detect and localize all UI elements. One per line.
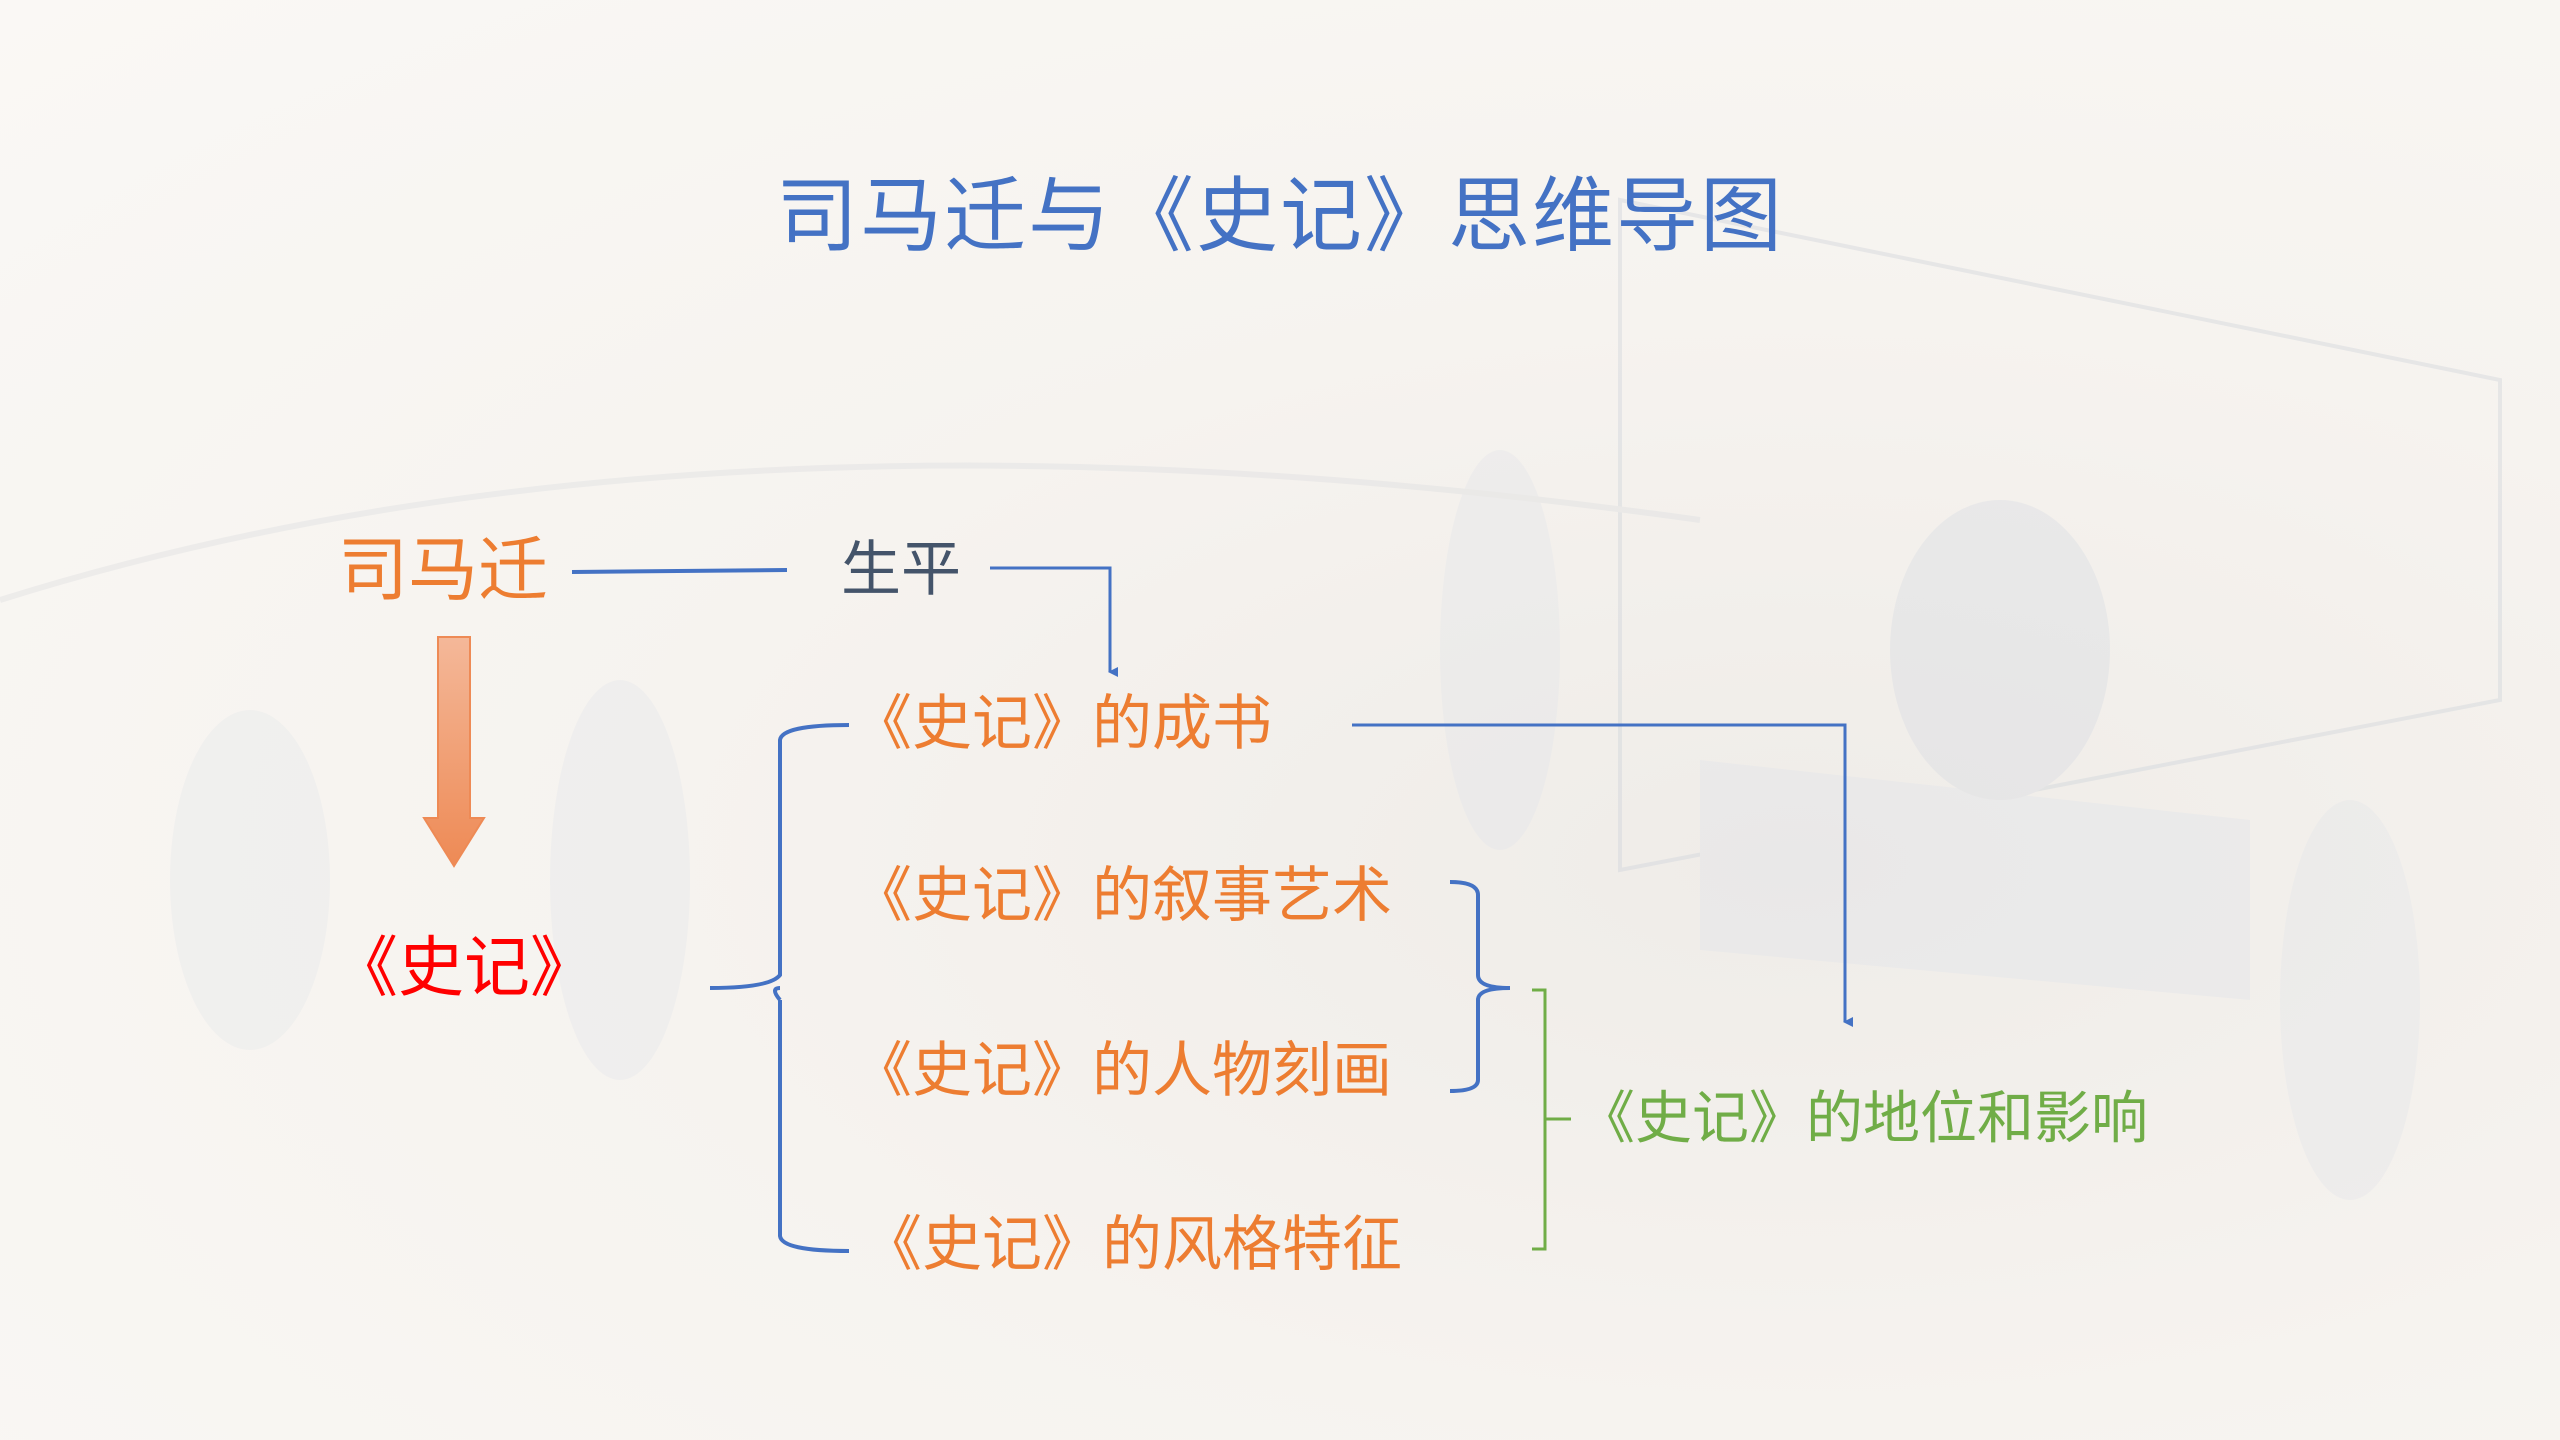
node-item-origin: 《史记》的成书 [852, 689, 1272, 759]
node-author: 司马迁 [338, 529, 548, 611]
node-life: 生平 [841, 535, 961, 605]
page-title: 司马迁与《史记》思维导图 [775, 169, 1785, 264]
art-brace [1449, 880, 1511, 1093]
node-item-characters: 《史记》的人物刻画 [852, 1036, 1392, 1106]
influence-brace [1532, 988, 1571, 1251]
node-item-narrative: 《史记》的叙事艺术 [852, 861, 1392, 931]
node-item-style: 《史记》的风格特征 [862, 1210, 1402, 1280]
origin-to-influence-arrow [1352, 723, 1853, 1027]
main-brace [709, 723, 850, 1253]
author-life-line [571, 568, 788, 574]
author-to-book-arrow [422, 636, 486, 868]
node-influence: 《史记》的地位和影响 [1578, 1085, 2148, 1152]
life-to-origin-arrow [990, 566, 1118, 677]
node-book: 《史记》 [332, 929, 596, 1006]
